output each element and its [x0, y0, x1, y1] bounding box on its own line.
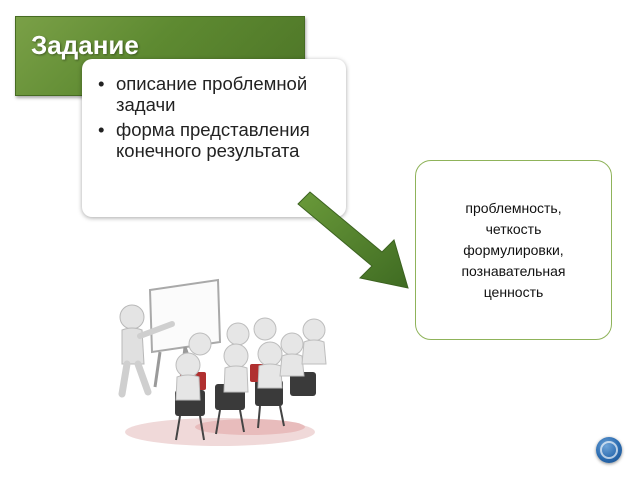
arrow-icon — [297, 191, 409, 289]
presenter-figure-icon — [118, 304, 175, 398]
presentation-audience-illustration — [118, 278, 327, 446]
task-card: описание проблемной задачи форма предста… — [82, 59, 346, 217]
criteria-text: проблемность, четкость формулировки, поз… — [461, 199, 566, 300]
task-item-description: описание проблемной задачи — [98, 73, 338, 115]
audience-figures-icon — [175, 317, 327, 401]
criteria-box: проблемность, четкость формулировки, поз… — [415, 160, 612, 340]
task-item-result-form: форма представления конечного результата — [98, 119, 338, 161]
task-list: описание проблемной задачи форма предста… — [98, 73, 338, 165]
navigation-circle-icon[interactable] — [596, 437, 622, 463]
slide-title: Задание — [31, 30, 139, 60]
